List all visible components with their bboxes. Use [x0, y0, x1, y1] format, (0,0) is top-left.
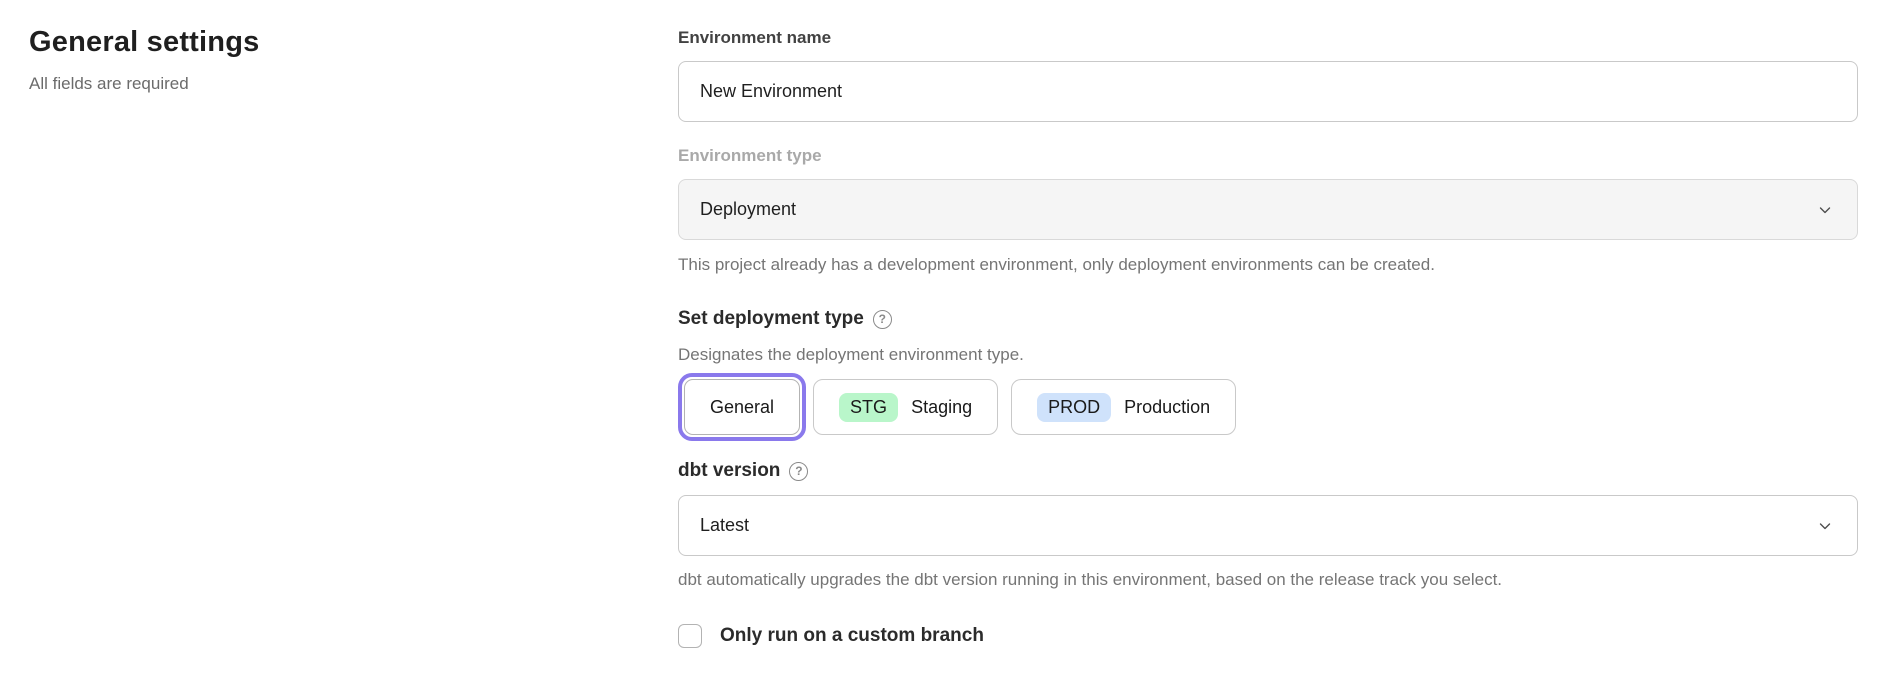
option-staging-label: Staging — [911, 396, 973, 417]
chevron-down-icon — [1817, 202, 1833, 218]
environment-type-value: Deployment — [700, 199, 797, 219]
dbt-version-text: dbt version — [678, 460, 781, 481]
page-title: General settings — [29, 26, 260, 58]
deployment-type-options: General STG Staging PROD Production — [678, 373, 1858, 441]
dbt-version-helper: dbt automatically upgrades the dbt versi… — [678, 570, 1503, 589]
custom-branch-checkbox[interactable] — [678, 624, 702, 648]
dbt-version-label: dbt version ? — [678, 459, 1858, 483]
help-icon[interactable]: ? — [872, 309, 892, 329]
staging-badge: STG — [839, 392, 899, 422]
custom-branch-label[interactable]: Only run on a custom branch — [720, 625, 984, 646]
option-production-label: Production — [1124, 396, 1211, 417]
dbt-version-select[interactable]: Latest — [678, 495, 1858, 556]
deployment-type-option-general[interactable]: General — [684, 379, 801, 435]
selected-option-ring: General — [678, 373, 807, 441]
environment-name-input[interactable] — [678, 61, 1858, 122]
production-badge: PROD — [1037, 392, 1112, 422]
custom-branch-row: Only run on a custom branch — [678, 624, 1858, 648]
environment-type-helper: This project already has a development e… — [678, 255, 1435, 274]
page-subtitle: All fields are required — [29, 74, 189, 93]
option-general-label: General — [710, 396, 775, 417]
set-deployment-type-label: Set deployment type ? — [678, 307, 1858, 331]
deployment-type-option-staging[interactable]: STG Staging — [813, 379, 999, 435]
environment-name-label: Environment name — [678, 28, 832, 47]
environment-form: Environment name Environment type Deploy… — [678, 0, 1858, 678]
chevron-down-icon — [1817, 518, 1833, 534]
deployment-type-helper: Designates the deployment environment ty… — [678, 345, 1024, 364]
dbt-version-value: Latest — [700, 515, 750, 535]
deployment-type-option-production[interactable]: PROD Production — [1011, 379, 1237, 435]
help-icon[interactable]: ? — [789, 461, 809, 481]
environment-type-select: Deployment — [678, 179, 1858, 240]
environment-type-label: Environment type — [678, 146, 822, 165]
set-deployment-type-text: Set deployment type — [678, 308, 864, 329]
settings-header: General settings All fields are required — [0, 0, 678, 678]
